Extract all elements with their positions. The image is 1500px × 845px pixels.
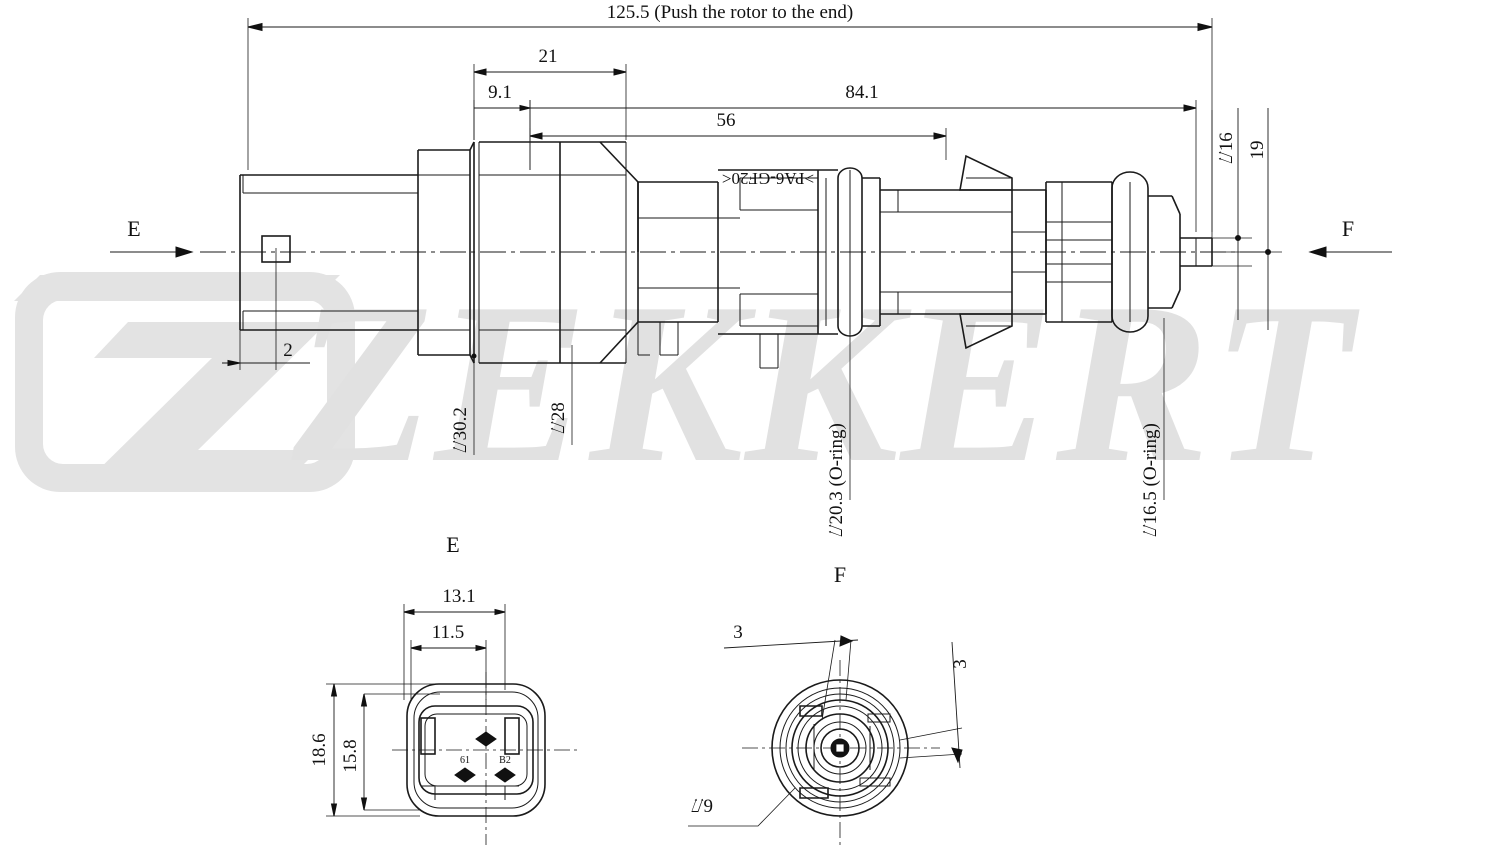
dimension-label-9-1: 9.1 <box>488 82 512 103</box>
view-f-dimension-label-3-right: 3 <box>950 659 971 669</box>
sensor-body-outline <box>479 141 639 364</box>
watermark-text: ZEKKERT <box>291 255 1361 510</box>
dimension-9-1: 9.1 <box>473 82 531 140</box>
view-e-title: E <box>446 532 459 557</box>
mid-collar-ribs <box>637 181 719 356</box>
view-arrow-f[interactable]: F <box>1308 216 1392 258</box>
callout-dia-28: ⌰28 <box>548 345 573 445</box>
view-arrow-label-f: F <box>1342 216 1354 241</box>
callout-label-dia-28: ⌰28 <box>548 402 569 433</box>
view-f-keyway-lower-left <box>799 787 829 799</box>
callout-dia-16-5-oring: ⌰16.5 (O-ring) <box>1140 318 1165 537</box>
view-e-right-tab <box>504 785 519 800</box>
view-e-pin-right <box>494 767 516 783</box>
material-marking-block <box>718 169 819 369</box>
view-f-title: F <box>834 562 846 587</box>
view-e-detail: E 61 B2 <box>309 532 580 845</box>
dimension-label-21: 21 <box>539 46 558 67</box>
view-e-shell-inner-3 <box>424 713 528 787</box>
view-f-dimension-3-left: 3 <box>723 622 859 721</box>
view-f-ring-7 <box>820 728 860 768</box>
view-e-dimension-13-1: 13.1 <box>403 586 506 700</box>
dimension-dia-16: ⌰16 <box>1180 108 1252 320</box>
dimension-21: 21 <box>473 46 627 140</box>
view-e-dimension-label-15-8: 15.8 <box>340 739 361 772</box>
dimension-label-2: 2 <box>283 340 293 361</box>
view-f-ring-heavy <box>805 713 875 783</box>
callout-label-dia-16-5-oring: ⌰16.5 (O-ring) <box>1140 423 1161 537</box>
view-f-center-bore <box>835 743 845 753</box>
dimension-84-1: 84.1 <box>529 82 1197 232</box>
view-e-pin-top <box>475 731 497 747</box>
dimension-56: 56 <box>529 110 947 170</box>
view-e-dimension-label-13-1: 13.1 <box>442 586 475 607</box>
view-e-dimension-18-6: 18.6 <box>309 683 440 817</box>
view-e-left-tab <box>421 785 436 800</box>
view-f-dimension-3-right: 3 <box>899 641 971 769</box>
dimension-label-125-5: 125.5 (Push the rotor to the end) <box>607 2 853 23</box>
retention-barb-section <box>879 154 1013 350</box>
view-f-ring-4 <box>791 699 889 797</box>
view-f-detail: F <box>688 562 971 845</box>
dimension-label-dia-16: ⌰16 <box>1216 132 1237 163</box>
view-f-dimension-label-dia-9: ⌰9 <box>691 796 713 817</box>
view-e-right-slot <box>504 717 520 755</box>
view-e-outer-shell <box>406 683 546 817</box>
view-e-dimension-11-5: 11.5 <box>410 622 487 700</box>
view-f-ring-2 <box>779 687 901 809</box>
view-f-keyway-lower-right <box>859 777 891 787</box>
dimension-19: 19 <box>1212 108 1282 330</box>
view-e-pin-label-left: 61 <box>460 755 470 766</box>
dimension-2: 2 <box>222 248 310 370</box>
dimension-label-84-1: 84.1 <box>845 82 878 103</box>
oring-head-16-5 <box>1111 171 1181 333</box>
oring-groove-20-3 <box>818 167 880 337</box>
callout-label-dia-30-2: ⌰30.2 <box>450 407 471 453</box>
view-f-keyway-upper-right <box>867 713 891 723</box>
view-e-dimension-label-11-5: 11.5 <box>432 622 465 643</box>
dimension-label-19: 19 <box>1247 141 1268 160</box>
material-marking-text: >PA6-GF20< <box>722 169 814 188</box>
dimension-label-56: 56 <box>717 110 736 131</box>
callout-label-dia-20-3-oring: ⌰20.3 (O-ring) <box>826 423 847 537</box>
view-f-ring-3 <box>785 693 895 803</box>
view-f-ring-5 <box>797 705 883 791</box>
view-e-left-slot <box>420 717 436 755</box>
view-e-dimension-15-8: 15.8 <box>340 693 440 811</box>
view-e-pin-left <box>454 767 476 783</box>
view-f-keyway-upper-left <box>799 705 823 717</box>
view-arrow-e[interactable]: E <box>110 216 194 258</box>
view-f-ring-outer <box>771 679 909 817</box>
main-section-view: >PA6-GF20< <box>110 2 1392 537</box>
flange-30-2 <box>417 141 480 364</box>
view-arrow-label-e: E <box>127 216 140 241</box>
callout-dia-20-3-oring: ⌰20.3 (O-ring) <box>826 326 851 537</box>
view-f-dimension-label-3-left: 3 <box>733 622 743 643</box>
view-e-dimension-label-18-6: 18.6 <box>309 733 330 766</box>
view-e-shell-inner-2 <box>418 705 534 795</box>
view-e-pin-label-right: B2 <box>499 755 511 766</box>
connector-shell-outline <box>239 174 418 331</box>
callout-dia-30-2: ⌰30.2 <box>450 353 477 455</box>
view-f-dimension-dia-9: ⌰9 <box>688 787 796 827</box>
